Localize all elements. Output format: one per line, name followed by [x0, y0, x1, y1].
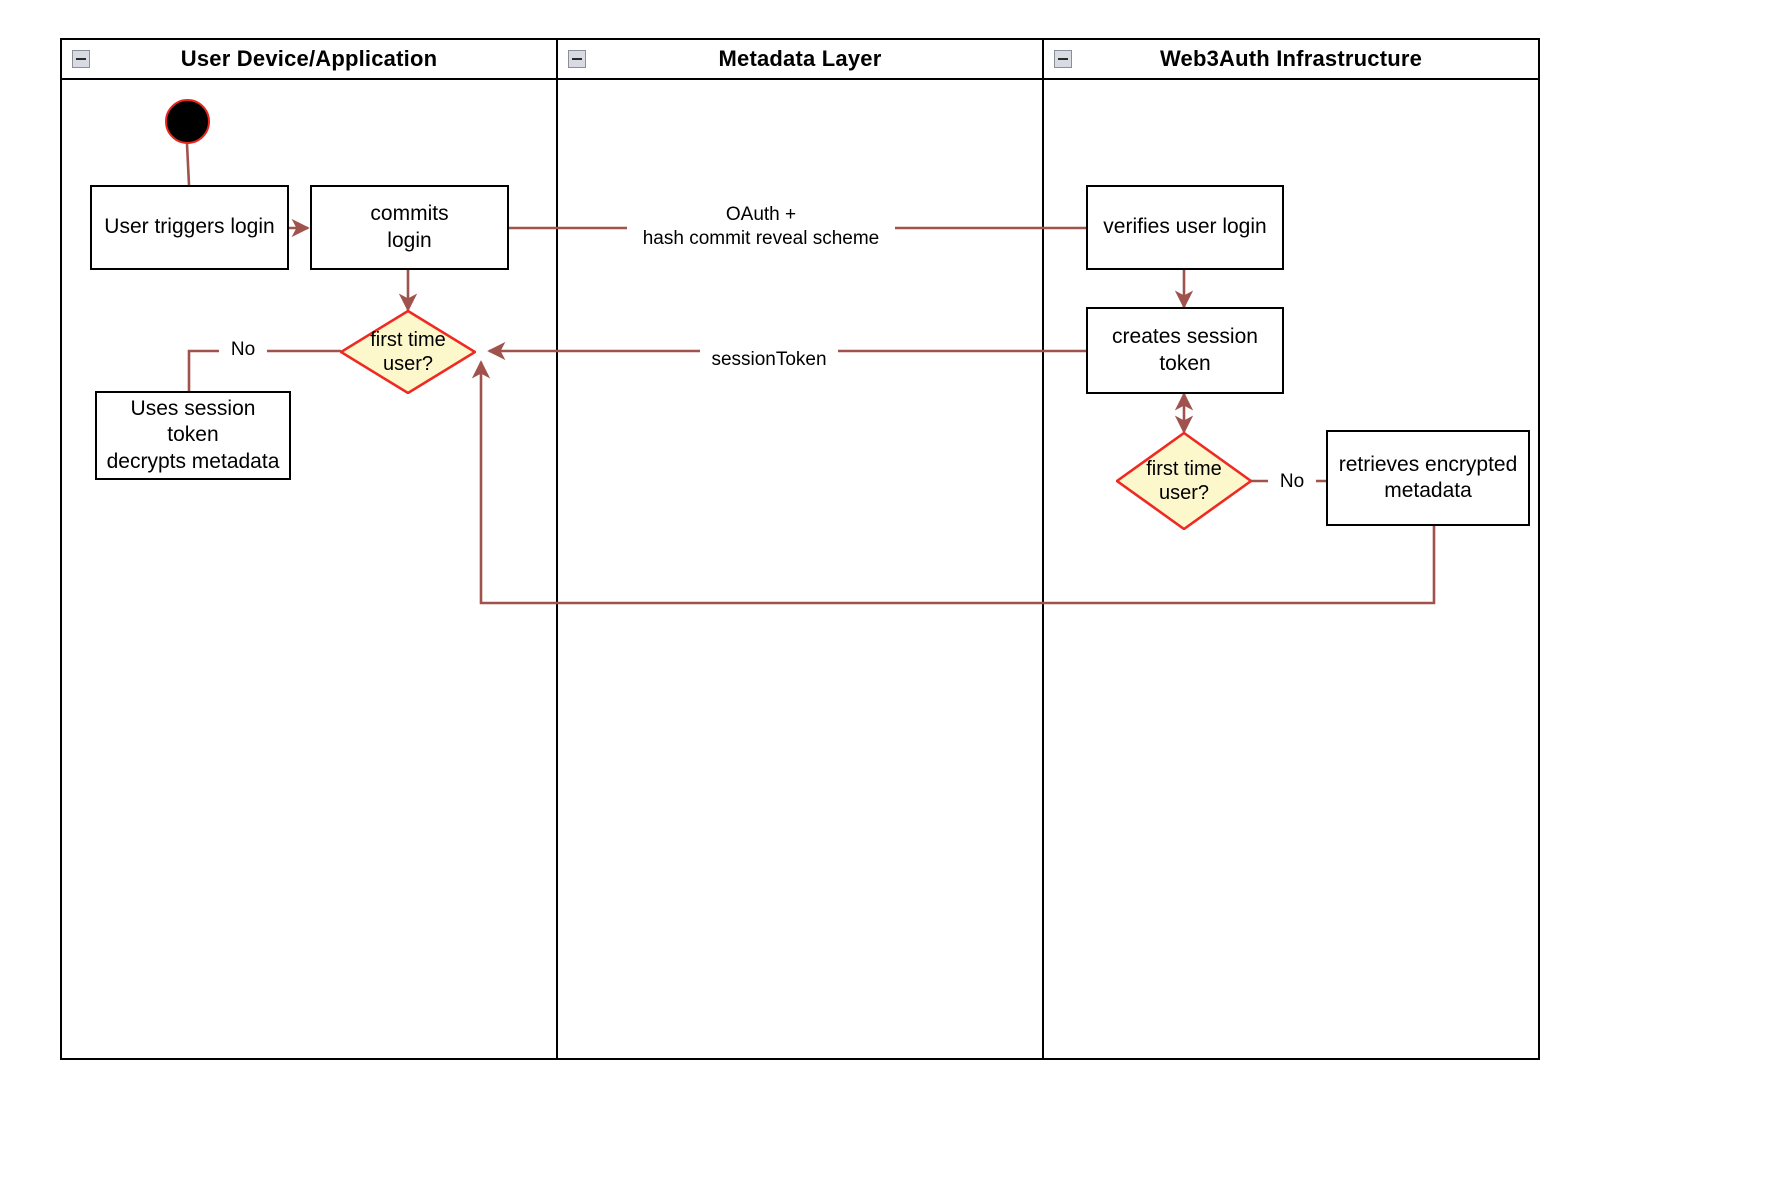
activity-uses-session-token[interactable]: Uses session token decrypts metadata	[95, 391, 291, 480]
decision-first-time-user-right[interactable]: first time user?	[1116, 432, 1252, 530]
edge-label-no-right: No	[1268, 470, 1316, 494]
swimlane-header-web3auth[interactable]: Web3Auth Infrastructure	[1042, 38, 1540, 80]
edge-label-oauth: OAuth + hash commit reveal scheme	[627, 203, 895, 251]
activity-creates-session-token[interactable]: creates session token	[1086, 307, 1284, 394]
collapse-minus-icon[interactable]	[568, 50, 586, 68]
decision-label: first time user?	[370, 328, 446, 375]
collapse-minus-icon[interactable]	[72, 50, 90, 68]
activity-commits-login[interactable]: commits login	[310, 185, 509, 270]
activity-user-triggers-login[interactable]: User triggers login	[90, 185, 289, 270]
start-node	[165, 99, 210, 144]
decision-first-time-user-left[interactable]: first time user?	[340, 310, 476, 394]
decision-label: first time user?	[1146, 457, 1222, 504]
swimlane-metadata	[556, 38, 1044, 1060]
swimlane-title-web3auth: Web3Auth Infrastructure	[1159, 46, 1423, 71]
edge-label-session-token: sessionToken	[700, 348, 838, 372]
swimlane-title-user-device: User Device/Application	[180, 46, 438, 71]
swimlane-header-user-device[interactable]: User Device/Application	[60, 38, 558, 80]
activity-retrieves-encrypted-metadata[interactable]: retrieves encrypted metadata	[1326, 430, 1530, 526]
swimlane-title-metadata: Metadata Layer	[718, 46, 882, 71]
activity-verifies-user-login[interactable]: verifies user login	[1086, 185, 1284, 270]
edge-label-no-left: No	[219, 338, 267, 362]
swimlane-header-metadata[interactable]: Metadata Layer	[556, 38, 1044, 80]
collapse-minus-icon[interactable]	[1054, 50, 1072, 68]
